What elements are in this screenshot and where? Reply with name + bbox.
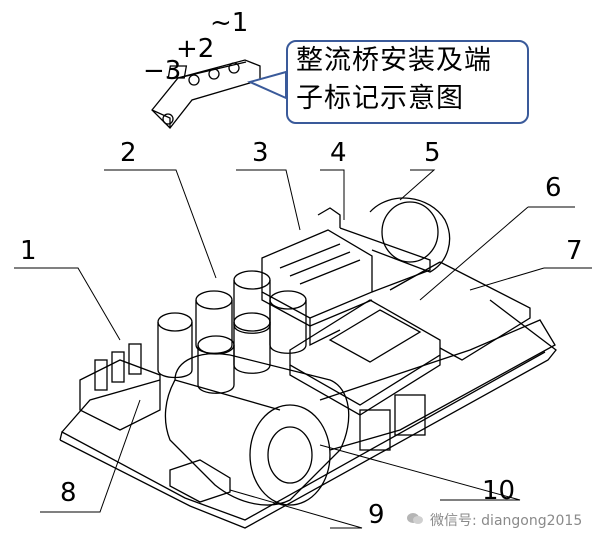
terminal-mark-1: ~1 [210,8,249,38]
callout-line-1: 整流桥安装及端 [296,45,492,76]
terminal-mark-2: +2 [176,34,215,64]
capacitor-bank [157,270,307,394]
terminal-mark-3: −3 [143,56,182,86]
callout-box [286,40,529,124]
rectifier-module-drawing [151,59,261,129]
pcb-board [389,261,531,361]
wechat-icon [407,513,423,524]
callout-text: 整流桥安装及端 子标记示意图 [296,42,528,118]
callout-line-2: 子标记示意图 [296,83,464,114]
part-label-2: 2 [120,138,137,168]
part-label-6: 6 [545,173,562,203]
resistor-block [169,459,231,503]
heatsink-assembly [261,207,431,347]
choke-cylinder [164,353,350,506]
part-label-8: 8 [60,478,77,508]
power-blocks [319,319,556,451]
leader-lines [14,169,592,529]
part-label-3: 3 [252,138,269,168]
watermark-text: 微信号: diangong2015 [430,513,583,529]
part-label-5: 5 [424,138,441,168]
part-label-10: 10 [482,476,516,506]
part-label-1: 1 [20,236,37,266]
input-terminal-block [79,343,161,431]
part-label-4: 4 [330,138,347,168]
cooling-fan [369,197,451,273]
part-label-7: 7 [566,236,583,266]
base-plate [59,299,557,529]
part-label-9: 9 [368,500,385,530]
